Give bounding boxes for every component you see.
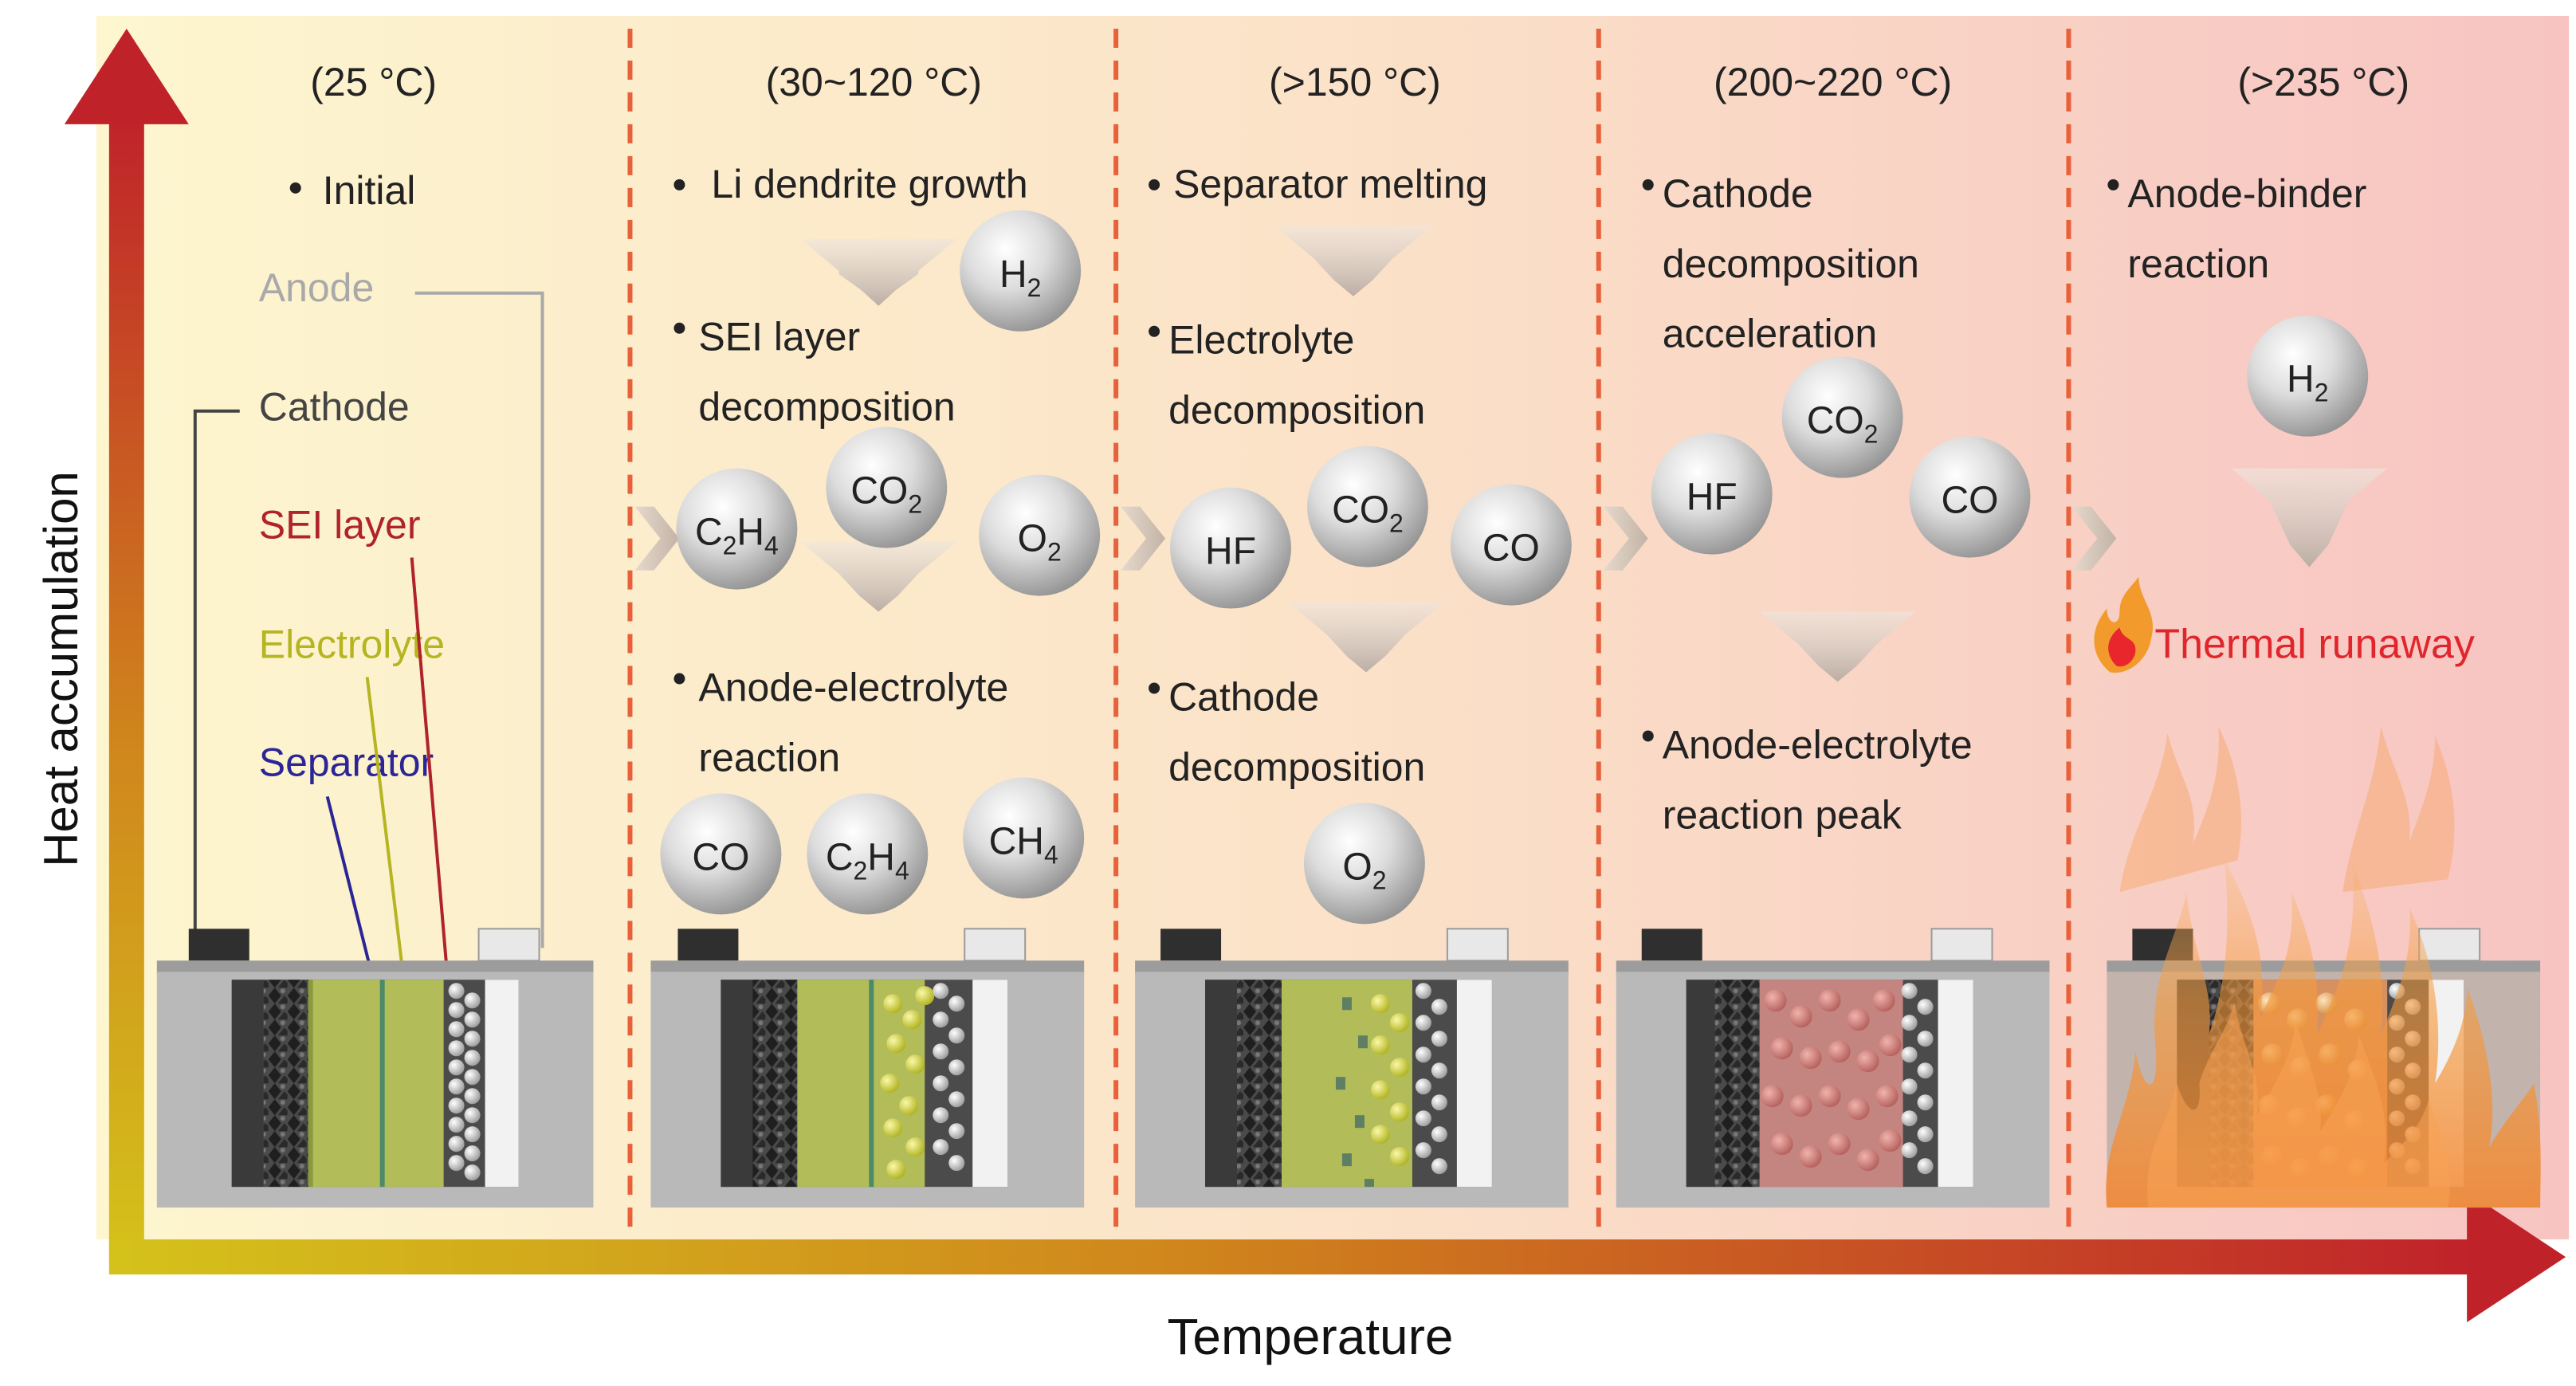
y-axis-line [108, 111, 144, 1262]
svg-text:CO: CO [1942, 480, 1999, 522]
bullet [1149, 682, 1160, 694]
svg-text:O2: O2 [1342, 846, 1386, 894]
battery-cell-initial [156, 928, 594, 1208]
stage-5-item-anode-binder: Anode-binder reaction [2127, 171, 2367, 287]
stage-4-item-cathode-acceleration: Cathode decomposition acceleration [1662, 171, 1919, 357]
battery-cell-stage-2 [650, 928, 1085, 1208]
bullet [289, 182, 301, 194]
bullet [1642, 730, 1654, 742]
gas-co2: CO2 [1781, 356, 1903, 478]
stage-2-temp: (30~120 °C) [766, 60, 982, 104]
down-arrow [1759, 611, 1916, 682]
svg-text:C2H4: C2H4 [826, 836, 909, 885]
svg-text:H2: H2 [2287, 359, 2328, 407]
bullet [1149, 179, 1160, 190]
battery-cell-stage-4 [1616, 928, 2050, 1208]
bullet [673, 673, 685, 685]
bullet [2107, 179, 2119, 190]
bullet [1642, 179, 1654, 190]
svg-text:C2H4: C2H4 [695, 512, 779, 560]
stage-dividers [627, 28, 2071, 1227]
flame-icon [2094, 576, 2154, 673]
battery-cell-stage-3 [1135, 928, 1569, 1208]
legend-electrolyte: Electrolyte [259, 622, 445, 667]
axes: Heat accumulation Temperature [34, 28, 2566, 1365]
gas-o2: O2 [1303, 803, 1425, 925]
down-arrow [2231, 468, 2388, 567]
gas-co2: CO2 [1306, 446, 1428, 567]
stage-headers: (25 °C) (30~120 °C) (>150 °C) (200~220 °… [310, 60, 2409, 104]
stage-2-item-li-dendrite: Li dendrite growth [711, 162, 1027, 206]
gas-h2: H2 [2247, 315, 2369, 437]
gas-hf: HF [1651, 433, 1773, 555]
fire-flames [2106, 726, 2541, 1208]
stage-1-temp: (25 °C) [310, 60, 437, 104]
svg-text:CH4: CH4 [989, 820, 1058, 869]
stage-3-item-separator-melting: Separator melting [1173, 162, 1487, 206]
svg-text:O2: O2 [1018, 518, 1062, 567]
down-arrow [800, 238, 957, 306]
y-axis-label: Heat accumulation [34, 471, 88, 867]
legend-sei-layer: SEI layer [259, 503, 421, 548]
svg-text:H2: H2 [999, 253, 1041, 302]
stage-5-temp: (>235 °C) [2237, 60, 2409, 104]
stage-5: Anode-binder reaction H2 Thermal runaway [2094, 171, 2541, 1208]
x-axis-label: Temperature [1167, 1308, 1453, 1365]
gas-co: CO [1450, 484, 1572, 606]
stage-3-item-cathode-decomposition: Cathode decomposition [1168, 675, 1426, 791]
gas-o2: O2 [979, 474, 1101, 596]
stage-2: Li dendrite growth SEI layer decompositi… [650, 162, 1101, 1208]
stage-4-item-anode-electrolyte-peak: Anode-electrolyte reaction peak [1662, 723, 1973, 838]
legend-leader-lines [193, 291, 544, 1007]
stage-4: Cathode decomposition acceleration HF CO… [1616, 171, 2050, 1208]
down-arrow [1288, 602, 1444, 673]
y-axis-arrowhead [64, 28, 189, 124]
stage-transition-arrows [634, 506, 2117, 571]
stage-1-item-initial: Initial [323, 168, 416, 213]
svg-text:HF: HF [1205, 531, 1256, 573]
legend-separator: Separator [259, 740, 434, 784]
stage-3: Separator melting Electrolyte decomposit… [1135, 162, 1572, 1208]
down-arrow [1275, 226, 1431, 296]
gas-h2: H2 [960, 210, 1082, 332]
gas-c2h4: C2H4 [676, 468, 798, 590]
gas-c2h4-2: C2H4 [807, 793, 929, 915]
legend-anode: Anode [259, 265, 375, 310]
svg-text:CO2: CO2 [850, 470, 922, 519]
stage-2-item-anode-electrolyte: Anode-electrolyte reaction [698, 666, 1009, 781]
stage-2-item-sei-decomposition: SEI layer decomposition [698, 315, 956, 430]
gas-co2: CO2 [826, 426, 948, 548]
svg-text:HF: HF [1687, 477, 1738, 519]
legend-cathode: Cathode [259, 385, 410, 430]
svg-text:CO: CO [1482, 528, 1540, 570]
svg-text:CO2: CO2 [1807, 400, 1879, 449]
stage-3-item-electrolyte-decomposition: Electrolyte decomposition [1168, 318, 1426, 434]
gas-co: CO [1909, 436, 2031, 558]
gas-ch4: CH4 [963, 777, 1085, 899]
bullet [673, 322, 685, 334]
stage-3-temp: (>150 °C) [1269, 60, 1441, 104]
svg-text:CO: CO [692, 836, 749, 878]
stage-1: Initial Anode Cathode SEI layer Electrol… [156, 168, 594, 1208]
x-axis-line [108, 1239, 2480, 1275]
down-arrow [800, 541, 957, 612]
thermal-runaway-label: Thermal runaway [2154, 622, 2474, 668]
x-axis-arrowhead [2467, 1192, 2566, 1323]
svg-text:CO2: CO2 [1332, 489, 1404, 538]
bullet [1149, 325, 1160, 337]
gas-hf: HF [1170, 487, 1291, 609]
stage-4-temp: (200~220 °C) [1714, 60, 1952, 104]
gas-co: CO [660, 793, 782, 915]
bullet [673, 179, 685, 190]
